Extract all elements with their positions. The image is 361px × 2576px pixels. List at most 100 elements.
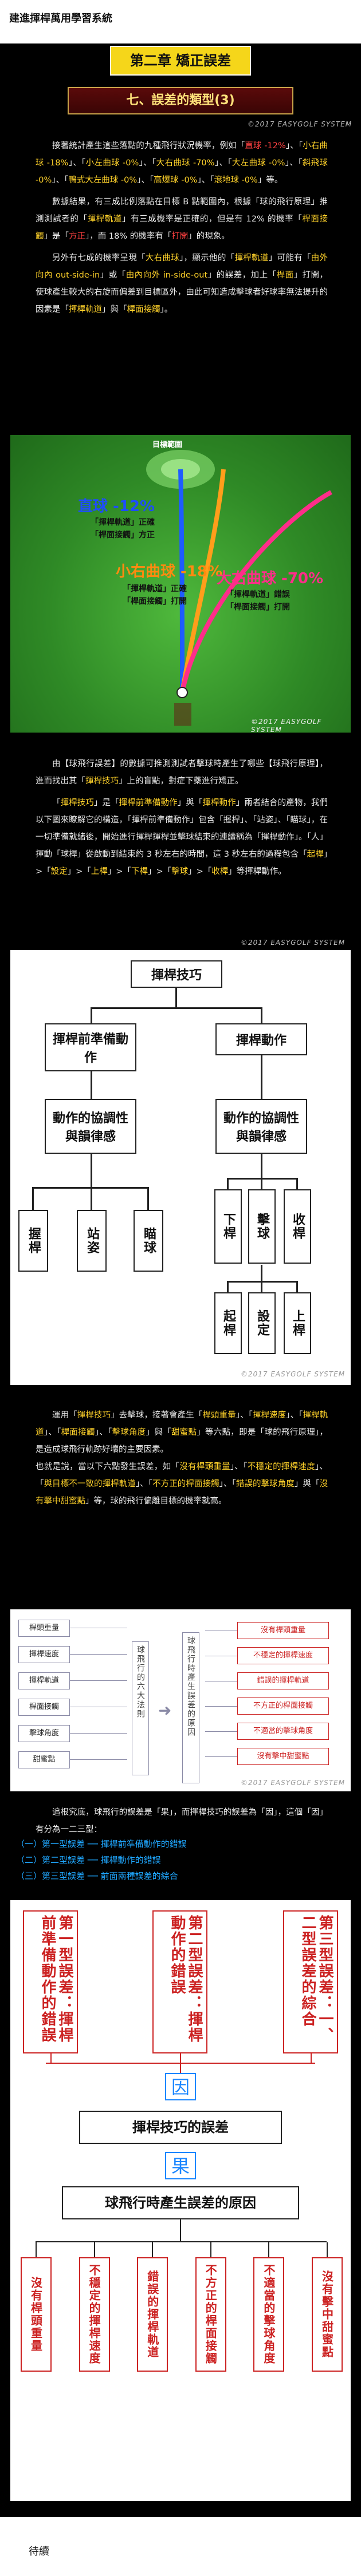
intro-run: 」、「: [68, 159, 86, 168]
intro-run: 數據結果，有三成比例落點在目標 B 點範圍內，根據「球的飛行原理」推測測試者的「: [36, 197, 328, 224]
big-right-label: 大右曲球 -70%: [217, 570, 324, 587]
factor-left-caption: 球飛行的六大法則: [132, 1641, 149, 1775]
intro-run: 揮桿軌道: [69, 305, 102, 314]
tree-right-sub: 動作的協調性與韻律感: [215, 1099, 307, 1154]
intro-run: 」、「: [137, 176, 154, 185]
target-label: 目標範圍: [152, 441, 183, 449]
small-right-path: [180, 469, 226, 693]
intro-run: 方正: [69, 232, 85, 241]
second-run: 下桿: [131, 867, 148, 876]
factor-left-item: 桿頭重量: [18, 1620, 70, 1637]
intro-run: 」是「: [44, 232, 69, 241]
factor-right-item: 不穩定的揮桿速度: [237, 1647, 329, 1664]
small-right-note-1: 「揮桿軌道」正確: [123, 584, 187, 593]
intro-run: 」等。: [257, 176, 283, 185]
cause-reason-box: 不適當的擊球角度: [253, 2257, 285, 2372]
second-run: 擊球: [171, 867, 189, 876]
second-run: 」是「: [93, 798, 119, 808]
straight-note-1: 「揮桿軌道」正確: [91, 518, 155, 527]
section-title: 七、誤差的類型(3): [68, 87, 293, 114]
big-right-notes: 「揮桿軌道」錯誤 「桿面接觸」打開: [226, 588, 290, 614]
small-right-notes: 「揮桿軌道」正確 「桿面接觸」打開: [123, 583, 187, 608]
tree-right-mid: 擊球: [248, 1189, 276, 1264]
cause-type-box: 第二型誤差：揮桿動作的錯誤: [152, 1910, 207, 2053]
intro-run: 接著統計產生這些落點的九種飛行狀況機率，例如「: [52, 141, 245, 151]
intro-run: 直球 -12%: [245, 141, 286, 151]
intro-run: 」、「: [214, 159, 232, 168]
effect-char: 果: [165, 2152, 196, 2179]
tree-right-mid: 收桿: [284, 1189, 311, 1264]
second-run: 」等揮桿動作。: [228, 867, 287, 876]
fourth-text: 追根究底，球飛行的誤差是「果」，而揮桿技巧的誤差為「因」，這個「因」有分為一二三…: [36, 1804, 328, 1843]
cause-diagram: 第一型誤差：揮桿前準備動作的錯誤 第二型誤差：揮桿動作的錯誤 第三型誤差：一、二型誤…: [10, 1900, 351, 2501]
second-run: 」>「: [188, 867, 212, 876]
second-run: 」上的盲點，對症下藥進行矯正。: [119, 777, 244, 786]
tree-right-leaf: 上桿: [284, 1292, 311, 1354]
straight-label: 直球 -12%: [78, 498, 155, 515]
third-run: 揮桿軌道: [36, 1411, 328, 1437]
second-paragraph: 「揮桿技巧」是「揮桿前準備動作」與「揮桿動作」兩者結合的產物，我們以下圖來瞭解它…: [36, 794, 328, 880]
intro-paragraph: 另外有七成的機率呈現「大右曲球」，顯示他的「揮桿軌道」可能有「由外向內 out-…: [36, 250, 328, 318]
intro-run: 桿面: [276, 271, 294, 280]
cause-reason-box: 錯誤的揮桿軌道: [137, 2257, 168, 2372]
intro-run: 揮桿軌道: [234, 254, 269, 263]
second-run: 」與「: [177, 798, 203, 808]
second-run: 」>「: [147, 867, 172, 876]
intro-run: 」、「: [139, 159, 156, 168]
factor-left-item: 揮桿速度: [18, 1646, 70, 1663]
intro-run: 由內向外 in-side-out: [125, 271, 208, 280]
error-type-list: （一）第一型誤差 ── 揮桿前準備動作的錯誤 （二）第二型誤差 ── 揮桿動作的…: [16, 1836, 187, 1884]
second-run: 」兩者結合的產物，我們以下圖來瞭解它的構造，「揮桿前準備動作」包含「握桿」、「站…: [36, 798, 328, 859]
intro-run: 滾地球 -0%: [214, 176, 258, 185]
straight-path: [178, 469, 185, 693]
watermark: ©2017 EASYGOLF SYSTEM: [241, 1370, 346, 1378]
third-run: 甜蜜點: [171, 1428, 197, 1437]
straight-note-2: 「桿面接觸」方正: [91, 531, 155, 540]
ball-origin: [176, 687, 188, 698]
third-run: 」、「: [36, 1462, 328, 1489]
third-run: 」等，球的飛行偏離目標的機率就高。: [85, 1497, 227, 1506]
cause-type-box: 第三型誤差：一、二型誤差的綜合: [283, 1910, 338, 2053]
intro-run: 斜飛球 -0%: [36, 159, 328, 185]
chapter-title: 第二章 矯正誤差: [110, 46, 251, 76]
third-run: 桿頭重量: [202, 1411, 236, 1420]
second-paragraph: 由【球飛行誤差】的數據可推測測試者擊球時產生了哪些【球飛行原理】，進而找出其「揮…: [36, 755, 328, 790]
third-run: 」、「: [135, 1479, 153, 1489]
cause-bottom: 球飛行時產生誤差的原因: [62, 2186, 299, 2219]
second-run: 起桿: [307, 850, 324, 859]
intro-run: 另外有七成的機率呈現「: [52, 254, 146, 263]
third-run: 」去擊球，接著會產生「: [111, 1411, 203, 1420]
third-run: 」、「: [219, 1479, 236, 1489]
system-title: 建進揮桿萬用學習系統: [9, 13, 112, 25]
intro-run: 打開: [171, 232, 189, 241]
factor-right-item: 錯誤的揮桿軌道: [237, 1672, 329, 1689]
intro-text: 接著統計產生這些落點的九種飛行狀況機率，例如「直球 -12%」、「小右曲球 -1…: [36, 137, 328, 323]
fourth-paragraph: 追根究底，球飛行的誤差是「果」，而揮桿技巧的誤差為「因」，這個「因」有分為一二三…: [36, 1804, 328, 1838]
watermark: ©2017 EASYGOLF SYSTEM: [241, 1779, 346, 1787]
intro-run: 小右曲球 -18%: [36, 141, 328, 168]
golfer-silhouette: [174, 703, 191, 726]
tree-right: 揮桿動作: [215, 1023, 307, 1055]
arrow-right-icon: ➜: [158, 1701, 172, 1720]
third-run: 不穩定的揮桿速度: [247, 1462, 315, 1471]
second-run: 由【球飛行誤差】的數據可推測測試者擊球時產生了哪些【球飛行原理】，進而找出其「: [36, 759, 328, 786]
intro-run: 大右曲球: [145, 254, 180, 263]
third-run: 」、「: [95, 1428, 112, 1437]
intro-run: 」的現象。: [188, 232, 230, 241]
footer: 待續: [0, 2517, 361, 2576]
intro-run: 桿面接觸: [36, 215, 328, 241]
cause-reason-box: 沒有桿頭重量: [21, 2257, 52, 2372]
tree-diagram: 揮桿技巧 揮桿前準備動作 揮桿動作 動作的協調性與韻律感 動作的協調性與韻律感 …: [10, 950, 351, 1385]
intro-run: 大右曲球 -70%: [156, 159, 215, 168]
second-run: 揮桿動作: [202, 798, 236, 808]
tree-left-leaf: 站姿: [77, 1210, 107, 1272]
intro-paragraph: 接著統計產生這些落點的九種飛行狀況機率，例如「直球 -12%」、「小右曲球 -1…: [36, 137, 328, 189]
third-run: 也就是說，當以下六點發生誤差，如「: [36, 1462, 180, 1471]
third-run: 沒有擊中甜蜜點: [36, 1479, 328, 1506]
trajectory-figure: 目標範圍 直球 -12% 「揮桿軌道」正確 「桿面接觸」方正 小右曲球 -18%…: [10, 435, 351, 733]
small-right-note-2: 「桿面接觸」打開: [123, 597, 187, 606]
cause-type-box: 第一型誤差：揮桿前準備動作的錯誤: [23, 1910, 78, 2053]
big-right-path: [180, 490, 332, 693]
intro-run: 」可能有「: [268, 254, 311, 263]
fourth-run: 追根究底，球飛行的誤差是「果」，而揮桿技巧的誤差為「因」，這個「因」有分為一二三…: [36, 1808, 328, 1834]
